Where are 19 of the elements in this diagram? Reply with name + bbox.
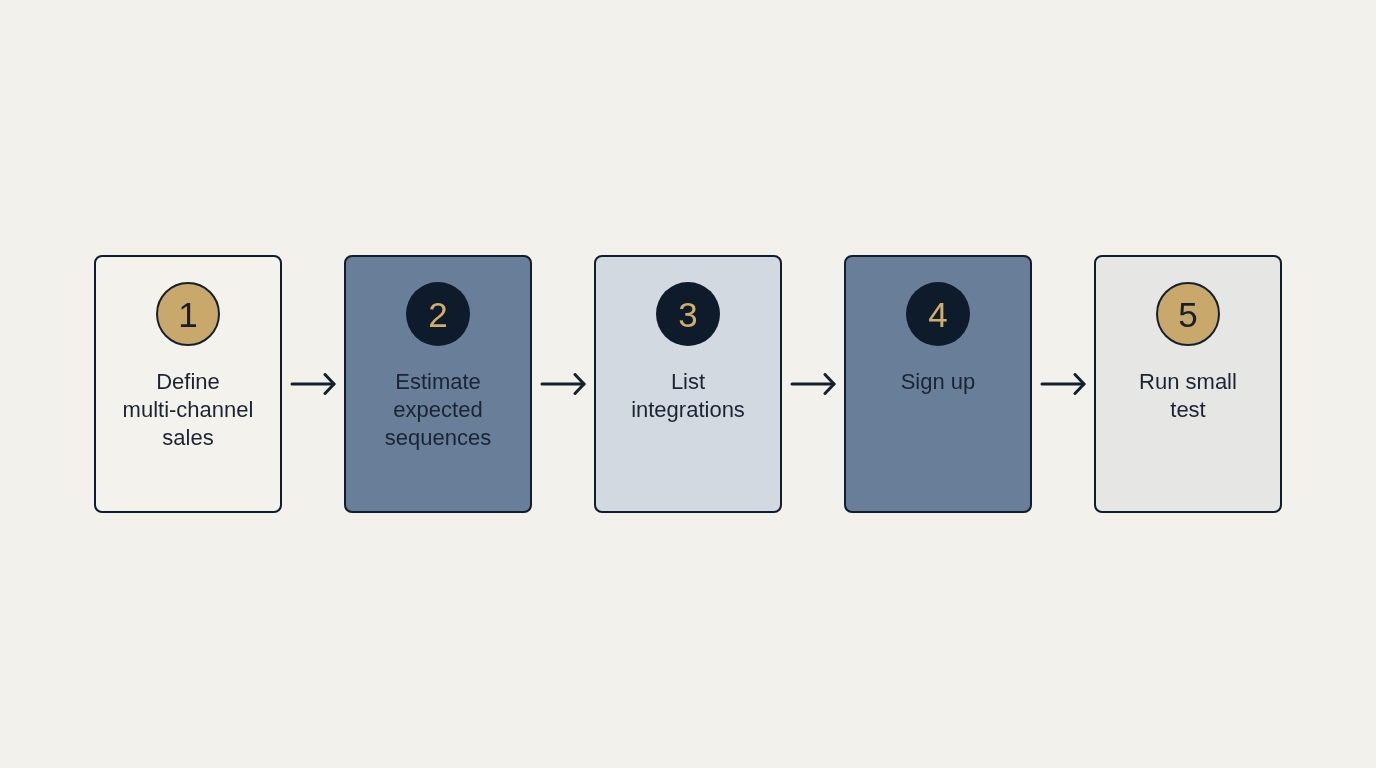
step-card (594, 255, 782, 513)
arrow (540, 373, 586, 395)
arrow (290, 373, 336, 395)
arrow (790, 373, 836, 395)
step-label: Run small test (1138, 368, 1238, 424)
step-card (94, 255, 282, 513)
step-label: List integrations (630, 368, 746, 424)
step-card (1094, 255, 1282, 513)
step-label: Estimate expected sequences (383, 368, 493, 452)
step-card (844, 255, 1032, 513)
step-card (344, 255, 532, 513)
step-number: 1 (156, 282, 220, 346)
step-label: Sign up (899, 368, 977, 396)
step-label: Define multi-channel sales (121, 368, 255, 452)
step-number: 4 (906, 282, 970, 346)
step-number: 5 (1156, 282, 1220, 346)
arrow (1040, 373, 1086, 395)
step-number: 3 (656, 282, 720, 346)
step-number: 2 (406, 282, 470, 346)
